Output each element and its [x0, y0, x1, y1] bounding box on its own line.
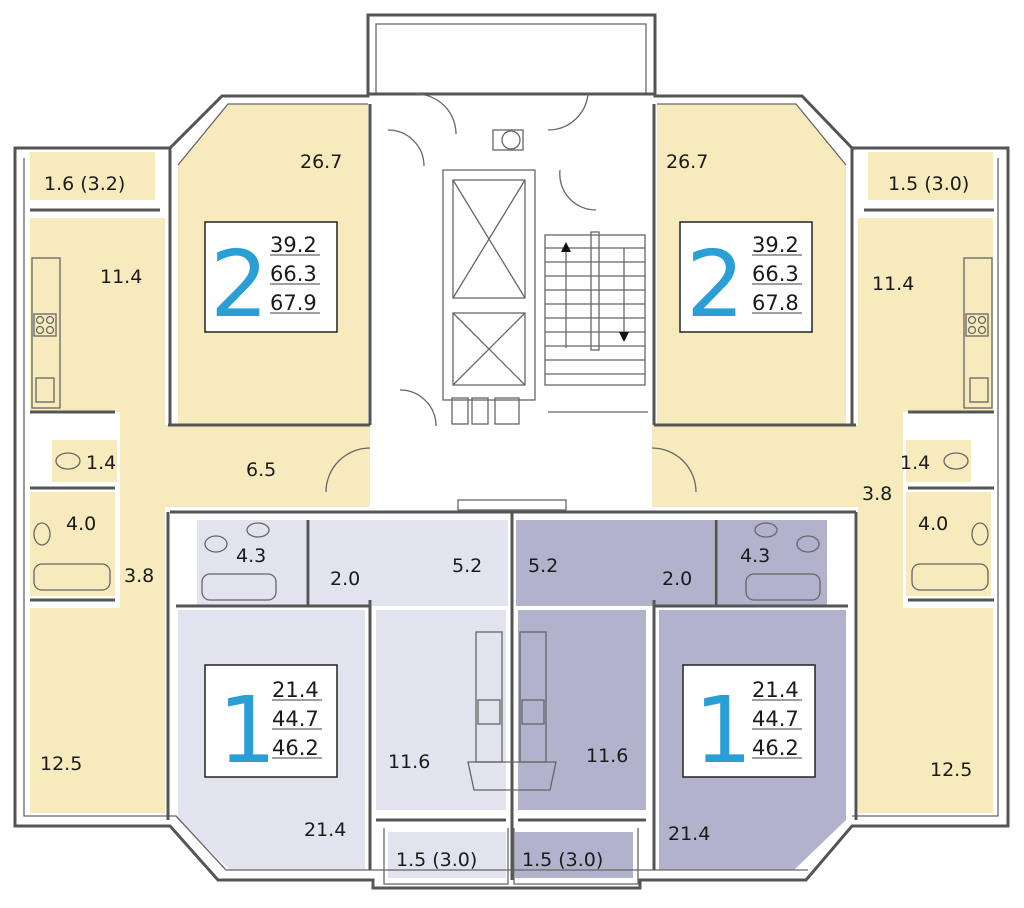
- room-label: 11.4: [872, 273, 914, 295]
- apartment-1-right-lobby[interactable]: [516, 520, 714, 606]
- apartment-1-left-lobby[interactable]: [310, 520, 508, 606]
- apartment-1-left-kitchen[interactable]: [376, 610, 506, 810]
- apartment-2-right-kitchen[interactable]: [858, 218, 993, 412]
- apartment-2-left-kitchen[interactable]: [30, 218, 165, 412]
- apartment-2-left-balcony[interactable]: [30, 152, 155, 200]
- living-area: 21.4: [272, 678, 319, 702]
- rooms-count: 2: [210, 231, 269, 338]
- total-area: 66.3: [270, 262, 317, 286]
- room-label: 12.5: [930, 759, 972, 781]
- apartment-1-left-bath[interactable]: [197, 520, 307, 606]
- apartment-2-right-wc[interactable]: [906, 440, 971, 482]
- room-label: 3.8: [862, 483, 892, 505]
- apartment-right-bedroom[interactable]: [858, 608, 993, 813]
- room-labels: 1.6 (3.2) 1.5 (3.0) 11.4 11.4 26.7 26.7 …: [40, 151, 972, 871]
- living-area: 39.2: [270, 233, 317, 257]
- counter-left: [31, 257, 61, 409]
- room-label: 5.2: [452, 555, 482, 577]
- room-label: 4.3: [740, 545, 770, 567]
- apartment-2-right-corridor[interactable]: [858, 412, 903, 608]
- room-label: 21.4: [668, 823, 710, 845]
- rooms-count: 1: [694, 677, 753, 784]
- walls: [13, 13, 1010, 890]
- living-area: 39.2: [752, 233, 799, 257]
- room-label: 26.7: [666, 151, 708, 173]
- room-label: 4.0: [918, 513, 948, 535]
- arrow-down-icon: [619, 332, 629, 342]
- room-label: 11.4: [100, 266, 142, 288]
- room-label: 12.5: [40, 753, 82, 775]
- room-label: 3.8: [124, 565, 154, 587]
- total-area-with-balcony: 67.9: [270, 291, 317, 315]
- apartment-2-left-wc[interactable]: [52, 440, 117, 482]
- room-label: 1.6 (3.2): [44, 173, 125, 195]
- room-label: 1.4: [900, 452, 930, 474]
- room-label: 21.4: [304, 819, 346, 841]
- apartment-plate-2-right[interactable]: 2 39.2 66.3 67.8: [679, 221, 813, 338]
- apartment-1-right-bath[interactable]: [717, 520, 827, 606]
- apartment-plate-2-left[interactable]: 2 39.2 66.3 67.9: [204, 221, 338, 338]
- room-label: 1.5 (3.0): [396, 849, 477, 871]
- room-label: 1.5 (3.0): [522, 849, 603, 871]
- room-label: 2.0: [662, 568, 692, 590]
- total-area: 44.7: [752, 707, 799, 731]
- room-label: 6.5: [246, 459, 276, 481]
- room-label: 11.6: [388, 751, 430, 773]
- room-label: 5.2: [528, 555, 558, 577]
- room-label: 4.0: [66, 513, 96, 535]
- apartment-1-right-kitchen[interactable]: [518, 610, 646, 810]
- core: [325, 93, 697, 511]
- apartment-2-left-corridor[interactable]: [120, 412, 165, 608]
- apartment-2-right-bath[interactable]: [906, 492, 991, 596]
- total-area: 66.3: [752, 262, 799, 286]
- total-area: 44.7: [272, 707, 319, 731]
- rooms-count: 1: [218, 677, 277, 784]
- apartment-2-right-balcony[interactable]: [868, 152, 993, 200]
- room-label: 1.4: [86, 452, 116, 474]
- entrance-hall[interactable]: [372, 440, 652, 510]
- rooms-count: 2: [686, 231, 745, 338]
- counter-right: [963, 257, 993, 409]
- fixtures: [31, 257, 993, 791]
- total-area-with-balcony: 67.8: [752, 291, 799, 315]
- apartment-2-left-bath[interactable]: [30, 492, 115, 596]
- total-area-with-balcony: 46.2: [272, 736, 319, 760]
- apartment-left-bedroom[interactable]: [30, 608, 165, 813]
- room-label: 11.6: [586, 745, 628, 767]
- apartment-plate-1-left[interactable]: 1 21.4 44.7 46.2: [204, 664, 338, 784]
- living-area: 21.4: [752, 678, 799, 702]
- total-area-with-balcony: 46.2: [752, 736, 799, 760]
- room-label: 1.5 (3.0): [888, 173, 969, 195]
- room-label: 4.3: [236, 545, 266, 567]
- apartment-plate-1-right[interactable]: 1 21.4 44.7 46.2: [682, 664, 816, 784]
- arrow-up-icon: [561, 242, 571, 252]
- room-label: 26.7: [300, 151, 342, 173]
- room-label: 2.0: [330, 568, 360, 590]
